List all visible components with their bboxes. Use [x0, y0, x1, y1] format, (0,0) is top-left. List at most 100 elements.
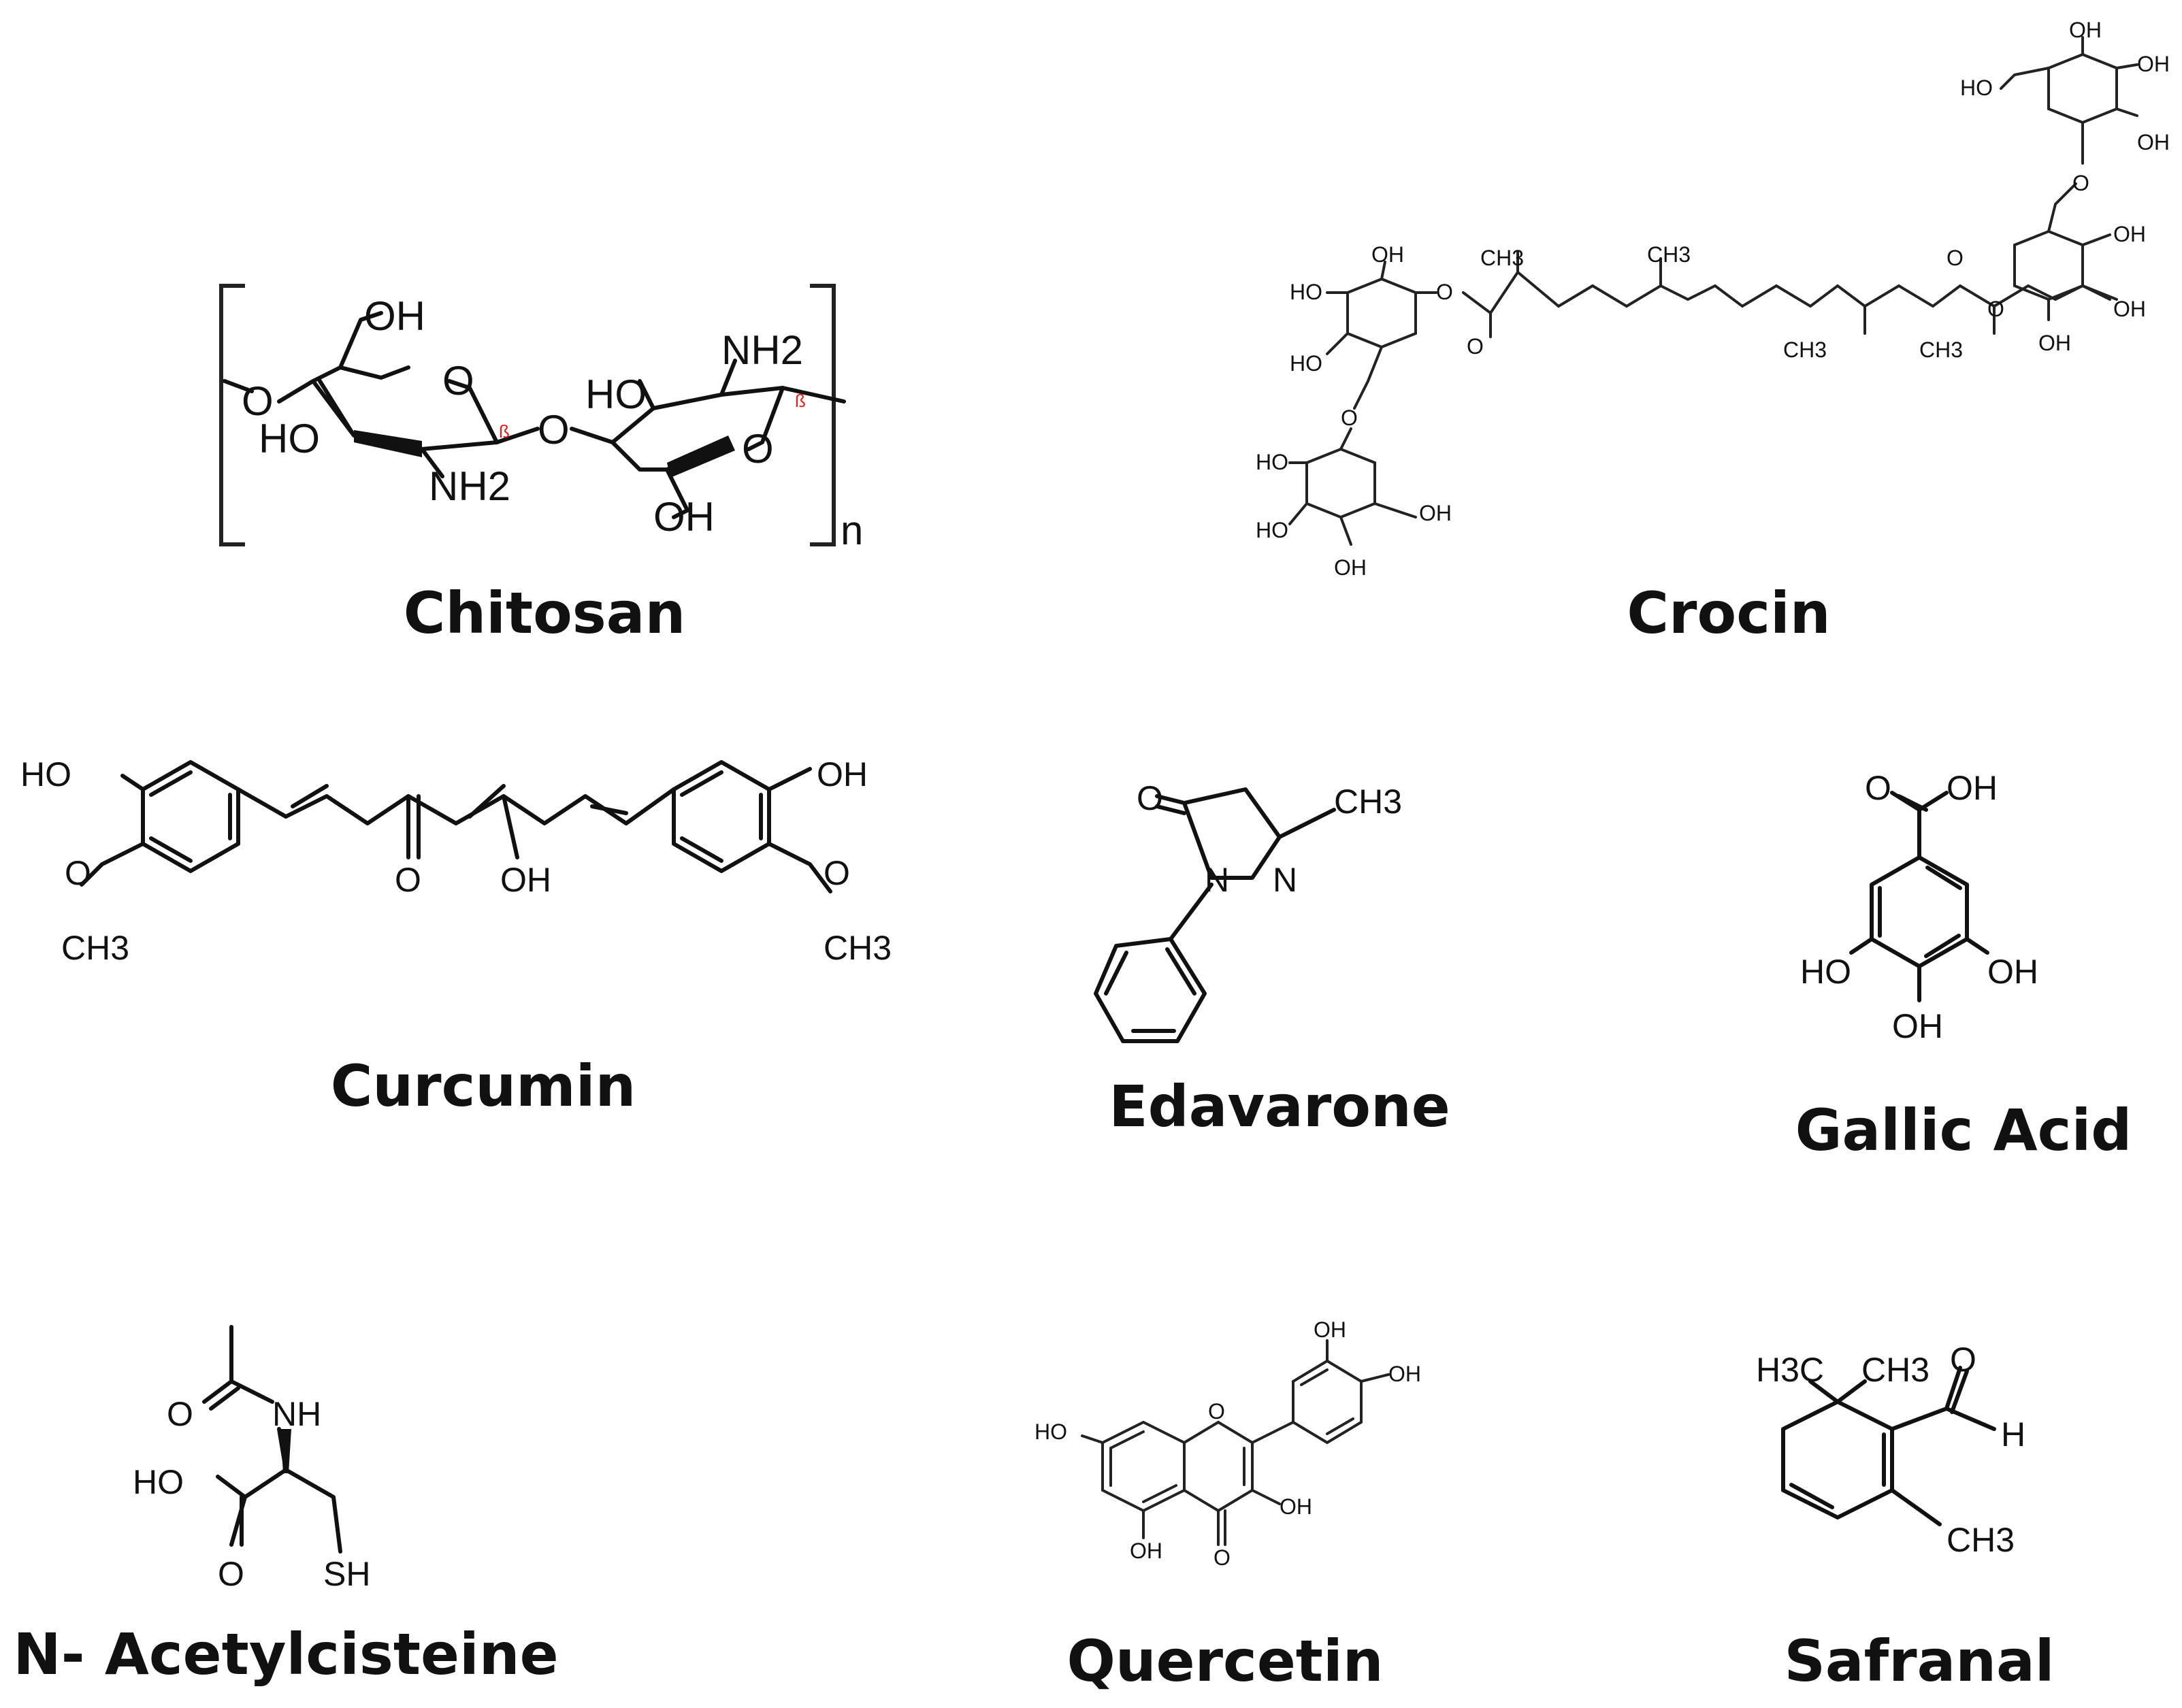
safranal-structure: H3C CH3 O H CH3 Safranal: [1756, 1341, 2055, 1694]
curcumin-o-right: O: [824, 854, 850, 892]
edavarone-caption: Edavarone: [1109, 1073, 1450, 1140]
crocin-sugar-left2-subs: [1288, 427, 1417, 546]
crocin-oh-r7: OH: [2137, 130, 2170, 154]
chitosan-o-link: O: [538, 407, 570, 453]
crocin-oh-l4: OH: [1334, 555, 1367, 580]
chitosan-o-ring1: O: [442, 358, 474, 404]
right-bracket: [810, 284, 836, 546]
curcumin-structure: HO O CH3 O OH OH O CH3 Curcumin: [20, 755, 892, 1119]
safranal-h3c: H3C: [1756, 1351, 1824, 1389]
crocin-oh-l1: OH: [1371, 242, 1404, 267]
crocin-ho-l2: HO: [1290, 351, 1322, 376]
crocin-ho-l1: HO: [1290, 280, 1322, 304]
chitosan-link-bond1: [495, 427, 540, 444]
curcumin-oh-right: OH: [817, 755, 868, 793]
curcumin-ch3-right: CH3: [824, 929, 892, 967]
chitosan-caption: Chitosan: [404, 580, 686, 646]
edavarone-n1: N: [1205, 861, 1229, 899]
crocin-o-link-l: O: [1341, 406, 1358, 430]
gallic-acid-oh-bottom: OH: [1892, 1007, 1943, 1045]
safranal-ring: [1781, 1400, 1894, 1520]
crocin-ch3-b: CH3: [1647, 242, 1691, 267]
crocin-sugar-right-subs: [2047, 182, 2111, 321]
crocin-sugar-left-subs: [1326, 261, 1437, 410]
crocin-o-link-r: O: [2072, 171, 2089, 195]
crocin-o-carb-r: O: [1947, 246, 1964, 270]
chitosan-structure: OH O O HO NH2 ß O HO NH2 ß O OH n Chitos…: [219, 284, 863, 646]
edavarone-structure: O N N CH3 Edavarone: [1094, 779, 1450, 1140]
gallic-acid-structure: O OH HO OH OH Gallic Acid: [1795, 769, 2132, 1164]
crocin-ho-r4: HO: [1960, 76, 1993, 100]
crocin-sugar-right-ring: [2013, 229, 2084, 301]
quercetin-subs: [1081, 1339, 1390, 1546]
crocin-oh-r3: OH: [2038, 331, 2071, 355]
curcumin-caption: Curcumin: [331, 1053, 636, 1119]
chitosan-nh2-1: NH2: [429, 463, 510, 509]
crocin-sugar-right2-ring: [2047, 52, 2118, 125]
gallic-acid-oh-acid: OH: [1947, 769, 1998, 807]
gallic-acid-ring: [1870, 855, 1969, 968]
quercetin-oh-top: OH: [1314, 1317, 1346, 1342]
chitosan-o-left: O: [242, 378, 274, 424]
nac-nh: NH: [272, 1395, 321, 1433]
edavarone-ch3: CH3: [1334, 783, 1402, 821]
crocin-oh-r5: OH: [2069, 18, 2102, 42]
gallic-acid-oh-right: OH: [1987, 953, 2038, 991]
nac-sh: SH: [323, 1555, 370, 1593]
crocin-ch3-d: CH3: [1919, 338, 1963, 362]
nac-caption: N- Acetylcisteine: [13, 1621, 558, 1688]
quercetin-oh-right: OH: [1388, 1362, 1421, 1386]
curcumin-keto-enol: [406, 794, 519, 859]
left-bracket: [219, 284, 245, 546]
gallic-acid-subs: [1849, 791, 1989, 1002]
curcumin-left-ring: [141, 760, 240, 873]
crocin-ho-l3: HO: [1256, 450, 1288, 474]
crocin-sugar-right2-subs: [2000, 36, 2138, 165]
crocin-sugar-left-ring: [1346, 277, 1417, 349]
safranal-h: H: [2001, 1415, 2025, 1454]
quercetin-b-ring: [1251, 1359, 1363, 1445]
nac-structure: O NH HO O SH N- Acetylcisteine: [13, 1325, 559, 1688]
chitosan-oh1: OH: [364, 293, 425, 339]
chitosan-ring2-bonds: [610, 359, 785, 519]
safranal-o: O: [1950, 1341, 1976, 1379]
crocin-ch3-a: CH3: [1480, 246, 1524, 270]
chitosan-ho1: HO: [259, 416, 320, 461]
quercetin-c-ring: [1183, 1420, 1254, 1513]
nac-o-acetyl: O: [167, 1395, 193, 1433]
curcumin-o-keto: O: [395, 861, 421, 899]
edavarone-pyrazolone-ring: [1182, 787, 1336, 880]
crocin-oh-r2: OH: [2113, 297, 2146, 321]
curcumin-right-subs: [624, 767, 832, 893]
crocin-polyene-chain: [1462, 270, 2118, 315]
chitosan-ring2-wedge: [667, 436, 735, 478]
curcumin-o-left: O: [65, 854, 91, 892]
gallic-acid-o: O: [1865, 769, 1891, 807]
quercetin-structure: OH OH HO O OH OH O Quercetin: [1035, 1317, 1421, 1694]
gallic-acid-caption: Gallic Acid: [1795, 1097, 2132, 1164]
safranal-ch3-top: CH3: [1861, 1351, 1929, 1389]
crocin-caption: Crocin: [1627, 580, 1830, 646]
quercetin-oh-5: OH: [1130, 1539, 1162, 1563]
safranal-caption: Safranal: [1784, 1628, 2054, 1694]
edavarone-phenyl: [1094, 883, 1214, 1043]
chitosan-beta2: ß: [795, 391, 806, 411]
curcumin-left-subs: [80, 774, 288, 887]
nac-o-acid: O: [218, 1555, 244, 1593]
edavarone-o: O: [1137, 779, 1163, 817]
quercetin-ho-left: HO: [1035, 1419, 1067, 1444]
edavarone-carbonyl: [1155, 794, 1186, 815]
safranal-ch3-bottom: CH3: [1947, 1521, 2015, 1559]
edavarone-n2: N: [1273, 861, 1297, 899]
chitosan-oh2: OH: [653, 494, 715, 540]
crocin-sugar-left2-ring: [1305, 447, 1376, 519]
quercetin-a-ring: [1101, 1420, 1186, 1513]
chitosan-ring1-wedge: [354, 430, 422, 457]
crocin-oh-r6: OH: [2137, 52, 2170, 76]
crocin-o-ester-r: O: [1987, 297, 2004, 321]
crocin-o-ester-l: O: [1436, 280, 1453, 304]
quercetin-o-ring: O: [1208, 1399, 1225, 1424]
chitosan-repeat-n: n: [841, 508, 863, 553]
chitosan-nh2-2: NH2: [721, 327, 803, 373]
